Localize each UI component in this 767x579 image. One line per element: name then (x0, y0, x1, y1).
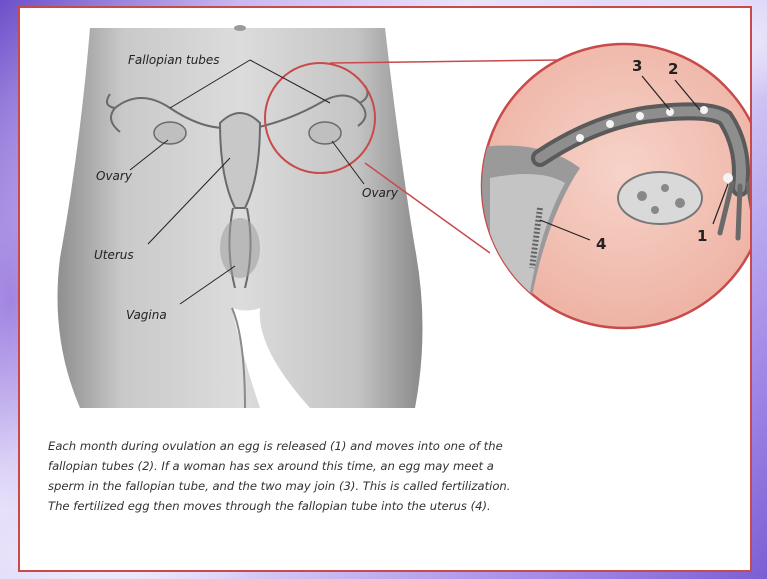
caption-text: Each month during ovulation an egg is re… (48, 436, 738, 516)
diagram-panel: 2 3 1 4 Fallopian tubes Ovary Ovary Uter… (18, 6, 752, 572)
callout-3: 3 (632, 57, 642, 75)
caption-line: Each month during ovulation an egg is re… (48, 436, 738, 456)
callout-1: 1 (697, 227, 707, 245)
callout-4: 4 (596, 235, 606, 253)
callout-2: 2 (668, 60, 678, 78)
caption-line: fallopian tubes (2). If a woman has sex … (48, 456, 738, 476)
label-fallopian-tubes: Fallopian tubes (128, 53, 220, 67)
label-uterus: Uterus (94, 248, 134, 262)
anatomy-figure: 2 3 1 4 Fallopian tubes Ovary Ovary Uter… (20, 8, 750, 428)
label-vagina: Vagina (126, 308, 167, 322)
caption-line: The fertilized egg then moves through th… (48, 496, 738, 516)
label-ovary-right: Ovary (362, 186, 399, 200)
label-ovary-left: Ovary (96, 169, 133, 183)
left-ovary-shape (154, 122, 186, 144)
right-ovary-shape (309, 122, 341, 144)
caption-line: sperm in the fallopian tube, and the two… (48, 476, 738, 496)
